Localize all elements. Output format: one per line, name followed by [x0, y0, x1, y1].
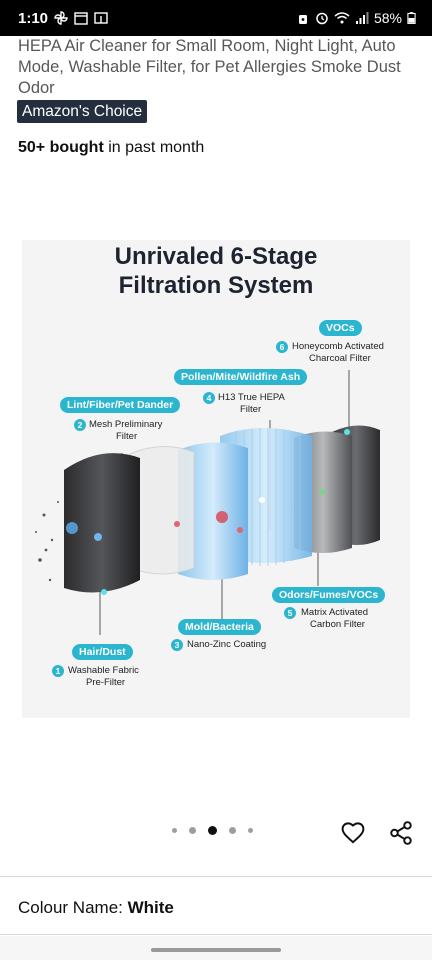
particle-red — [216, 511, 228, 523]
stage-3-tag: Mold/Bacteria — [178, 619, 261, 635]
particle-cyan — [101, 589, 107, 595]
particle-green — [319, 489, 325, 495]
stage-5-label-1: Matrix Activated — [301, 607, 369, 618]
stage-1-label-2: Pre-Filter — [86, 677, 126, 688]
alarm-lock-icon — [298, 15, 307, 24]
stage-6-label-1: Honeycomb Activated — [292, 341, 384, 352]
nano-zinc-filter — [178, 442, 248, 580]
heart-icon[interactable] — [340, 820, 366, 846]
image-title-line2: Filtration System — [118, 272, 314, 299]
stage-4-number: 4 — [203, 392, 215, 404]
product-title[interactable]: HEPA Air Cleaner for Small Room, Night L… — [18, 37, 401, 97]
product-image[interactable]: Unrivaled 6-Stage Filtration System — [22, 240, 410, 718]
mesh-filter — [129, 445, 195, 575]
image-title-line1: Unrivaled 6-Stage — [114, 243, 318, 270]
image-title: Unrivaled 6-Stage Filtration System — [22, 240, 410, 300]
status-time: 1:10 — [18, 9, 49, 27]
stage-1-number: 1 — [52, 665, 64, 677]
stage-6-tag: VOCs — [319, 320, 362, 336]
stage-3-number: 3 — [171, 639, 183, 651]
divider — [0, 876, 432, 877]
bought-count: 50+ bought in past month — [18, 139, 204, 157]
bought-count-number: 50+ bought — [18, 139, 104, 156]
particle-red — [174, 521, 180, 527]
filter-stack-illustration — [35, 370, 380, 635]
stage-2-tag: Lint/Fiber/Pet Dander — [60, 397, 181, 413]
battery-percent: 58% — [373, 10, 402, 26]
battery-icon — [407, 12, 416, 24]
particle-red — [237, 527, 243, 533]
divider — [0, 934, 432, 935]
calendar-icon — [74, 12, 88, 25]
stage-6-number: 6 — [276, 341, 288, 353]
amazons-choice-badge: Amazon's Choice — [17, 100, 148, 123]
stage-4-label-1: H13 True HEPA — [218, 392, 285, 403]
particle-blue — [94, 533, 102, 541]
colour-selector[interactable]: Colour Name: White — [18, 898, 174, 918]
stage-5-tag: Odors/Fumes/VOCs — [272, 587, 386, 603]
pinwheel-icon — [54, 11, 68, 25]
stage-6-label-2: Charcoal Filter — [309, 353, 371, 364]
signal-icon — [355, 12, 369, 24]
carousel-dot-4[interactable] — [229, 827, 236, 834]
particle-white — [259, 497, 265, 503]
status-bar: 1:10 58% — [0, 0, 432, 36]
alarm-icon — [316, 12, 328, 25]
carousel-dot-1[interactable] — [172, 828, 177, 833]
colour-value: White — [127, 898, 174, 917]
stage-2-number: 2 — [74, 419, 86, 431]
fabric-prefilter — [64, 453, 140, 593]
bought-count-suffix: in past month — [103, 139, 205, 156]
colour-label: Colour Name: — [18, 898, 128, 917]
wifi-icon — [334, 12, 350, 24]
carousel-dot-5[interactable] — [248, 828, 253, 833]
stage-4-tag: Pollen/Mite/Wildfire Ash — [174, 369, 308, 385]
particle-blue — [66, 522, 78, 534]
stage-1-label-1: Washable Fabric — [68, 665, 139, 676]
home-gesture-handle[interactable] — [151, 948, 281, 952]
stage-5-label-2: Carbon Filter — [310, 619, 365, 630]
stage-4-label-2: Filter — [240, 404, 262, 415]
carousel-dot-2[interactable] — [189, 827, 196, 834]
carousel-dot-3[interactable] — [208, 826, 217, 835]
stage-3-label-1: Nano-Zinc Coating — [187, 639, 267, 650]
share-icon[interactable] — [388, 820, 414, 846]
gallery-icon — [94, 12, 108, 24]
carousel-indicator[interactable] — [172, 826, 253, 835]
stage-2-label-2: Filter — [116, 431, 138, 442]
stage-5-number: 5 — [284, 607, 296, 619]
stage-2-label-1: Mesh Preliminary — [89, 419, 163, 430]
stage-1-tag: Hair/Dust — [72, 644, 133, 660]
particle-cyan — [344, 429, 350, 435]
